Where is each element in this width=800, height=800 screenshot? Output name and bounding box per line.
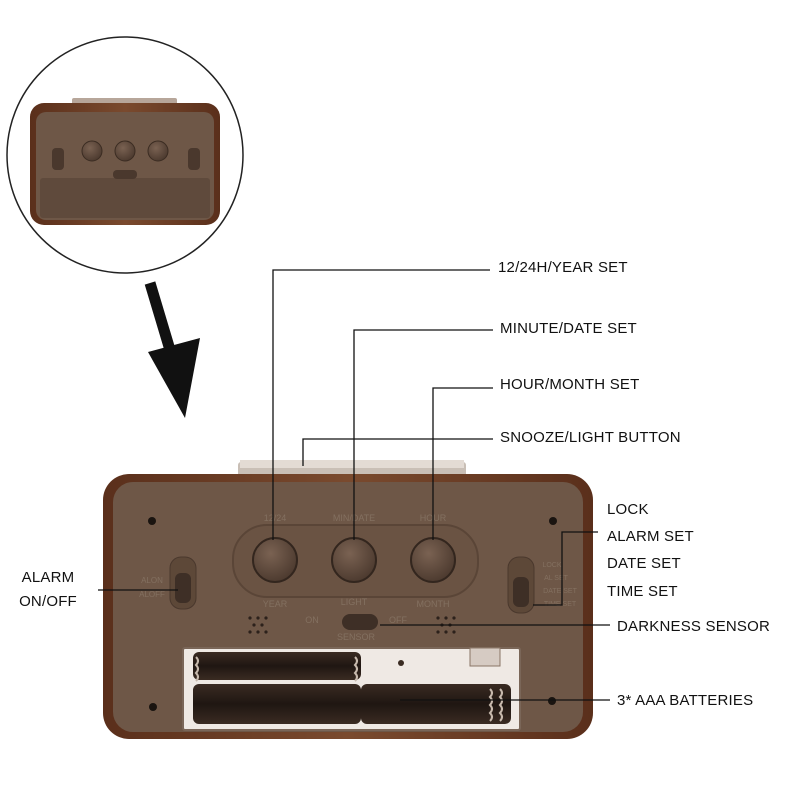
btn1-bottom-label: YEAR — [263, 599, 288, 609]
leader-lines — [98, 269, 610, 701]
leader-hour-set — [432, 387, 493, 540]
callout-hour-month-set: HOUR/MONTH SET — [500, 376, 640, 393]
callout-snooze-light: SNOOZE/LIGHT BUTTON — [500, 429, 681, 446]
mode-switch-date-label: DATE SET — [543, 588, 577, 595]
callout-alarm-onoff: ALARM ON/OFF — [12, 566, 84, 614]
btn1-top-label: 12/24 — [264, 513, 287, 523]
mode-switch-lock-label: LOCK — [542, 562, 561, 569]
sensor-off-label: OFF — [389, 615, 407, 625]
callout-alarm-set: ALARM SET — [607, 528, 694, 545]
leader-minute-set — [353, 329, 493, 540]
battery-1 — [193, 652, 361, 682]
sensor-on-label: ON — [305, 615, 319, 625]
callout-date-set: DATE SET — [607, 555, 681, 572]
alarm-onoff-switch[interactable] — [175, 573, 191, 603]
hour-month-set-button[interactable] — [410, 537, 456, 583]
callout-lock: LOCK — [607, 501, 649, 518]
callout-alarm-onoff-line2: ON/OFF — [19, 593, 77, 610]
callout-alarm-onoff-line1: ALARM — [21, 569, 75, 586]
leader-year-set — [272, 269, 490, 540]
minute-date-set-button[interactable] — [331, 537, 377, 583]
battery-3 — [361, 684, 511, 724]
year-set-button[interactable] — [252, 537, 298, 583]
battery-2 — [193, 684, 361, 724]
leader-snooze — [302, 438, 493, 466]
callout-time-set: TIME SET — [607, 583, 678, 600]
mode-switch[interactable] — [513, 577, 529, 607]
alarm-switch-off-label: ALOFF — [139, 590, 165, 599]
sensor-light-label: LIGHT — [341, 597, 368, 607]
callout-minute-date-set: MINUTE/DATE SET — [500, 320, 637, 337]
callout-year-set: 12/24H/YEAR SET — [498, 259, 628, 276]
callout-batteries: 3* AAA BATTERIES — [617, 692, 754, 709]
speaker-grille — [248, 616, 456, 634]
callout-darkness-sensor: DARKNESS SENSOR — [617, 618, 771, 635]
btn3-bottom-label: MONTH — [417, 599, 450, 609]
darkness-sensor-switch[interactable] — [342, 614, 378, 630]
down-arrow-icon — [144, 281, 200, 418]
alarm-switch-on-label: ALON — [141, 576, 163, 585]
inset-thumbnail — [6, 36, 244, 274]
sensor-label: SENSOR — [337, 632, 376, 642]
leader-mode-switch — [533, 531, 598, 606]
mode-switch-alset-label: AL SET — [544, 575, 569, 582]
clock-back-panel: 12/24 MIN/DATE HOUR YEAR MONTH ON OFF LI… — [103, 460, 593, 739]
